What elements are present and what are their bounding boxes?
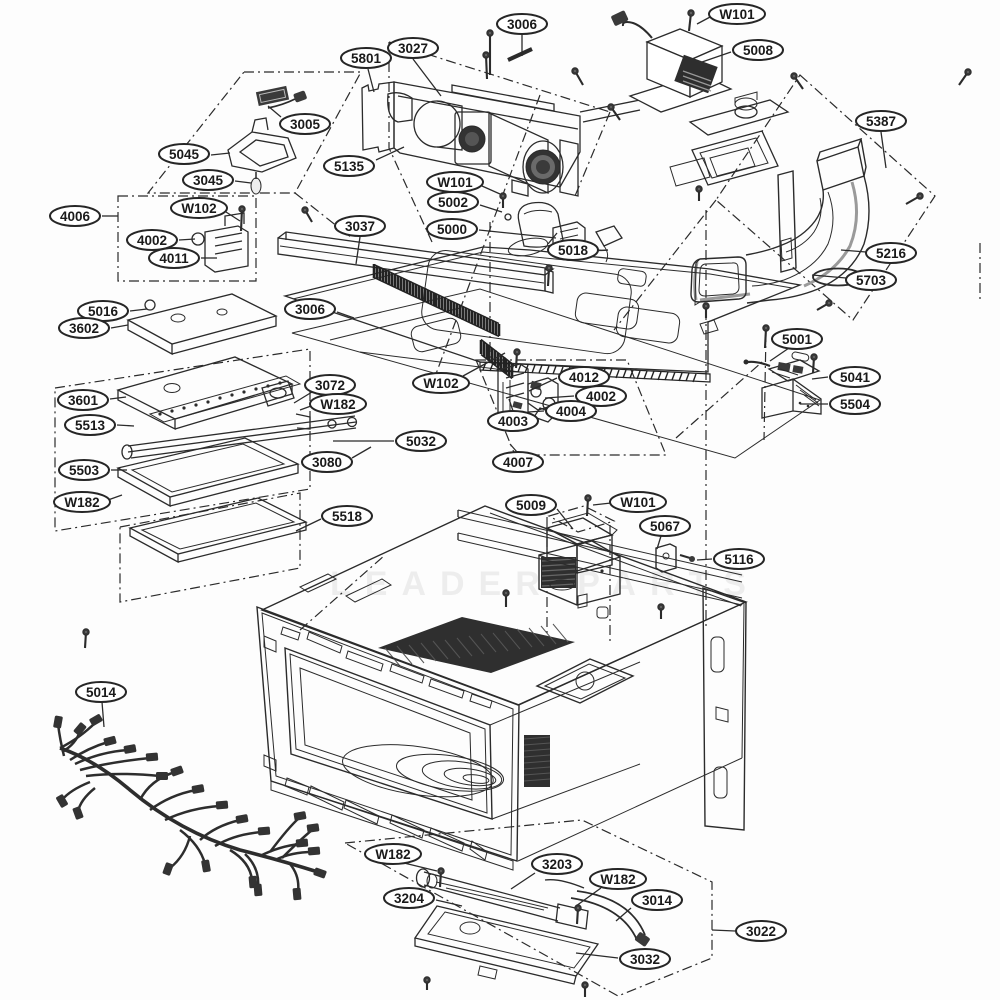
svg-text:4004: 4004: [556, 404, 587, 419]
svg-text:5001: 5001: [782, 332, 813, 347]
svg-text:LEADER PARTS: LEADER PARTS: [330, 565, 760, 603]
svg-text:4011: 4011: [159, 251, 189, 266]
svg-text:5067: 5067: [650, 519, 680, 534]
svg-text:5518: 5518: [332, 509, 363, 524]
svg-text:W102: W102: [181, 201, 216, 216]
svg-text:5032: 5032: [406, 434, 436, 449]
svg-text:3601: 3601: [68, 393, 99, 408]
svg-text:5008: 5008: [743, 43, 774, 58]
svg-text:4006: 4006: [60, 209, 91, 224]
svg-text:5045: 5045: [169, 147, 200, 162]
svg-text:3080: 3080: [312, 455, 342, 470]
svg-text:W101: W101: [620, 495, 656, 510]
svg-text:5002: 5002: [438, 195, 468, 210]
svg-text:3005: 3005: [290, 117, 321, 132]
svg-text:4002: 4002: [137, 233, 167, 248]
svg-text:5387: 5387: [866, 114, 896, 129]
svg-text:5503: 5503: [69, 463, 100, 478]
svg-text:3006: 3006: [507, 17, 538, 32]
svg-text:4003: 4003: [498, 414, 529, 429]
svg-text:5504: 5504: [840, 397, 871, 412]
svg-text:5116: 5116: [724, 552, 754, 567]
svg-text:5216: 5216: [876, 246, 907, 261]
svg-text:W101: W101: [719, 7, 755, 22]
svg-text:3037: 3037: [345, 219, 375, 234]
svg-text:5014: 5014: [86, 685, 117, 700]
svg-text:5000: 5000: [437, 222, 467, 237]
svg-text:3602: 3602: [69, 321, 99, 336]
svg-text:W182: W182: [375, 847, 410, 862]
svg-text:W182: W182: [64, 495, 99, 510]
svg-text:W101: W101: [437, 175, 473, 190]
svg-text:4012: 4012: [569, 370, 599, 385]
svg-text:5513: 5513: [75, 418, 106, 433]
svg-text:4007: 4007: [503, 455, 533, 470]
svg-text:4002: 4002: [586, 389, 616, 404]
svg-text:3032: 3032: [630, 952, 660, 967]
svg-text:3045: 3045: [193, 173, 224, 188]
svg-text:3022: 3022: [746, 924, 776, 939]
svg-text:5135: 5135: [334, 159, 365, 174]
svg-text:3027: 3027: [398, 41, 428, 56]
svg-text:3006: 3006: [295, 302, 326, 317]
svg-text:W102: W102: [423, 376, 458, 391]
svg-text:3203: 3203: [542, 857, 573, 872]
svg-text:3204: 3204: [394, 891, 425, 906]
svg-text:5041: 5041: [840, 370, 871, 385]
svg-text:5016: 5016: [88, 304, 119, 319]
svg-text:5703: 5703: [856, 273, 887, 288]
svg-text:W182: W182: [600, 872, 635, 887]
svg-text:5801: 5801: [351, 51, 382, 66]
svg-text:5009: 5009: [516, 498, 546, 513]
svg-text:3072: 3072: [315, 378, 345, 393]
svg-text:5018: 5018: [558, 243, 589, 258]
svg-text:W182: W182: [320, 397, 355, 412]
svg-text:3014: 3014: [642, 893, 673, 908]
